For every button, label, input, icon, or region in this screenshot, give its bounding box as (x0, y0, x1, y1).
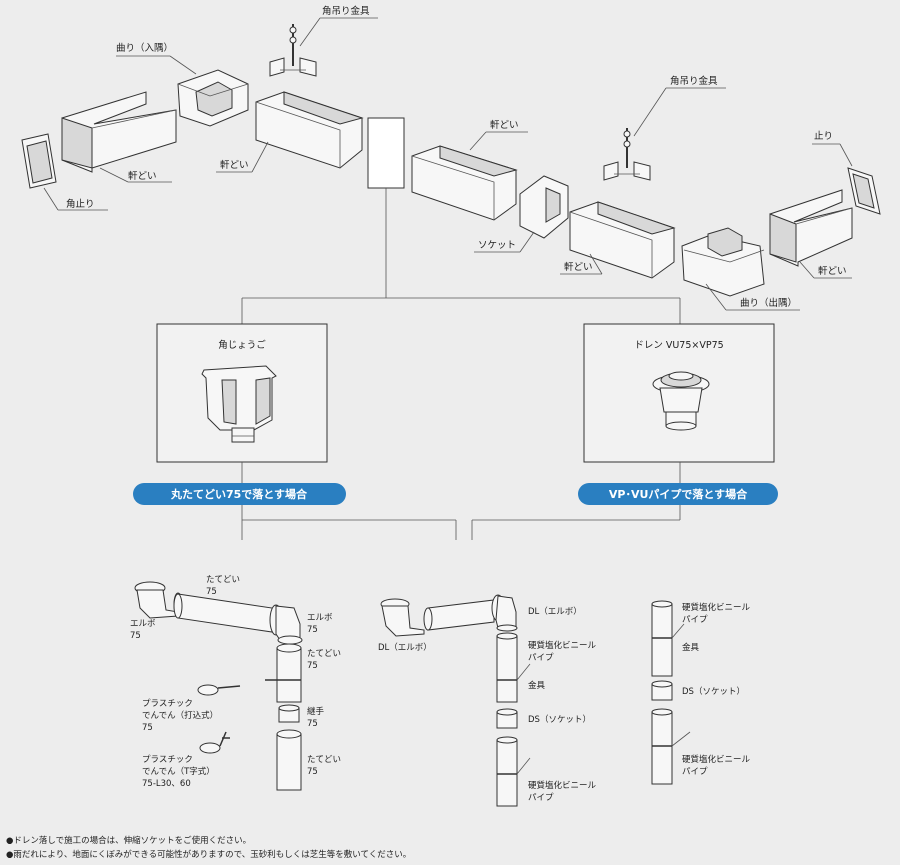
nokidoi-part-2 (255, 91, 364, 169)
label-noki-4: 軒どい (564, 262, 593, 273)
pvc-vertical-1 (496, 632, 531, 703)
leader (633, 87, 667, 137)
socket-part (519, 175, 569, 239)
col2-ds: DS（ソケット） (528, 714, 591, 725)
col1-elbow-l2: 75 (130, 631, 141, 641)
dl-elbow-left-part (380, 598, 425, 637)
col1-tatedoi-b1: たてどい (307, 649, 341, 659)
label-kadodome: 角止り (66, 198, 95, 210)
label-socket: ソケット (478, 240, 516, 251)
nokidoi-part-3 (411, 145, 518, 221)
kado-tsuri-kanagu-right (603, 128, 651, 181)
col3-pvc-vertical-2 (651, 708, 691, 785)
drain-illustration (652, 371, 710, 431)
kaku-jougo-illustration (201, 365, 277, 443)
nokidoi-part-4 (569, 201, 676, 279)
dengen-t (199, 731, 230, 754)
col3-pvc-a1: 硬質塩化ビニール (682, 602, 751, 613)
label-magari-irisumi: 曲り（入隅） (116, 42, 173, 54)
ds-socket-part (496, 708, 518, 729)
col1-elbow-l1: エルボ (130, 619, 156, 629)
col1-tatedoi-c1: たてどい (307, 755, 341, 765)
col1-plastic-a2: でんでん（打込式） (142, 710, 218, 721)
label-noki-5: 軒どい (818, 266, 847, 277)
leader (519, 231, 535, 253)
col2-kanagu: 金具 (528, 680, 546, 691)
tatedoi-horizontal-part (173, 593, 273, 633)
kadodome-part (21, 133, 57, 189)
col1-tsugite2: 75 (307, 719, 318, 729)
label-drain: ドレン VU75×VP75 (634, 340, 723, 351)
nokidoi-part-5 (769, 189, 853, 267)
col1-plastic-a3: 75 (142, 723, 153, 733)
tomari-part (847, 167, 881, 215)
col2-dl-left: DL（エルボ） (378, 642, 432, 653)
col1-tatedoi-b2: 75 (307, 661, 318, 671)
pvc-vertical-2 (496, 736, 531, 807)
nokidoi-part-1 (61, 91, 177, 173)
pvc-horizontal-part (423, 599, 495, 631)
label-magari-desumi: 曲り（出隅） (740, 297, 797, 309)
col1-elbow-r1: エルボ (307, 613, 333, 623)
magari-irisumi-part (177, 69, 249, 127)
elbow-right-part (269, 604, 303, 645)
col3-pvc-vertical-1 (651, 600, 685, 677)
label-kado-tsuri-left: 角吊り金具 (322, 5, 370, 17)
label-tomari: 止り (814, 130, 833, 142)
leader (99, 167, 129, 183)
leader (299, 17, 321, 47)
note-2: ●雨だれにより、地面にくぼみができる可能性がありますので、玉砂利もしくは芝生等を… (6, 850, 412, 860)
tatedoi-vertical-2 (276, 729, 302, 791)
dengen-uchikomi (197, 684, 241, 696)
pill-left (133, 483, 346, 505)
label-kado-tsuri-right: 角吊り金具 (670, 75, 718, 87)
leader (43, 187, 59, 211)
label-kaku-jougo: 角じょうご (218, 339, 266, 351)
col3-kanagu: 金具 (682, 642, 700, 653)
col2-pvc-a1: 硬質塩化ビニール (528, 640, 597, 651)
col2-pvc-b1: 硬質塩化ビニール (528, 780, 597, 791)
tsugite-part (278, 704, 300, 723)
col1-tsugite1: 継手 (307, 706, 325, 717)
col1-plastic-b3: 75-L30、60 (142, 779, 191, 789)
leader (169, 55, 197, 75)
leader (589, 253, 603, 275)
col3-pvc-b2: パイプ (682, 767, 708, 777)
label-noki-3: 軒どい (490, 120, 519, 131)
col1-plastic-b2: でんでん（T字式） (142, 766, 215, 777)
label-noki-2: 軒どい (220, 160, 249, 171)
leader (251, 141, 269, 173)
dl-elbow-right-part (491, 594, 518, 632)
leader (469, 131, 487, 151)
leader (839, 143, 853, 167)
connector-box (367, 117, 405, 189)
col1-tatedoi-c2: 75 (307, 767, 318, 777)
col1-elbow-r2: 75 (307, 625, 318, 635)
col1-plastic-b1: プラスチック (142, 755, 193, 765)
pill-right (578, 483, 778, 505)
magari-desumi-part (681, 227, 765, 297)
col3-pvc-b1: 硬質塩化ビニール (682, 754, 751, 765)
col1-tatedoi-a1: たてどい (206, 575, 240, 585)
leader (799, 261, 815, 279)
col2-pvc-b2: パイプ (528, 793, 554, 803)
col3-ds-socket (651, 680, 673, 701)
leader (705, 283, 727, 311)
pill-left-text: 丸たてどい75で落とす場合 (170, 487, 308, 501)
kado-tsuri-kanagu-left (269, 24, 317, 77)
col2-pvc-a2: パイプ (528, 653, 554, 663)
label-noki-1: 軒どい (128, 171, 157, 182)
col2-dl-right: DL（エルボ） (528, 606, 582, 617)
col1-plastic-a1: プラスチック (142, 699, 193, 709)
pill-right-text: VP･VUパイプで落とす場合 (609, 487, 748, 501)
note-1: ●ドレン落しで施工の場合は、伸縮ソケットをご使用ください。 (6, 836, 252, 846)
tatedoi-vertical-1 (265, 643, 302, 703)
col3-ds: DS（ソケット） (682, 686, 745, 697)
col1-tatedoi-a2: 75 (206, 587, 217, 597)
col3-pvc-a2: パイプ (682, 615, 708, 625)
